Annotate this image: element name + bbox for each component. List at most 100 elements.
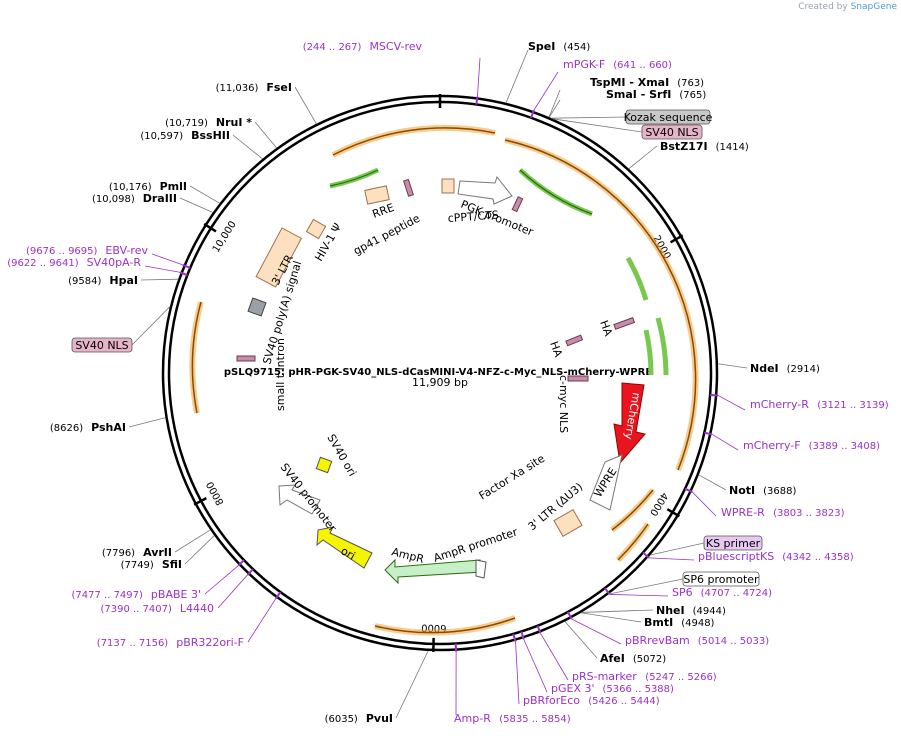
gp41-box: [402, 178, 414, 197]
primer-leader-mcherry-r: [717, 395, 746, 411]
site-name-fsei: FseI: [266, 81, 292, 94]
cds-arc-top-left: [331, 124, 496, 158]
mcherry-arrow: [613, 382, 646, 465]
primer-pos-mscv-rev: (244 .. 267): [303, 42, 362, 53]
site-name-draiii: DraIII: [143, 192, 177, 205]
site-name-sfii: SfiI: [162, 558, 182, 571]
primer-mark-pbrforeco: [512, 633, 517, 642]
box-leader-ks-primer: [650, 542, 705, 556]
ltr3-du3-box: [553, 509, 583, 537]
box-ks-primer: [703, 535, 763, 551]
cds-arc-left-line: [191, 301, 202, 414]
sv40nls-marker: [236, 355, 256, 362]
primer-name-pbabe3: pBABE 3': [151, 588, 201, 601]
site-leader-avrii: [174, 529, 211, 553]
snapgene-credit: Created by SnapGene: [798, 2, 897, 12]
label-ampr: AmpR: [390, 545, 425, 566]
label-ha2: HA: [597, 319, 615, 339]
primer-name-pbluescriptks: pBluescriptKS: [698, 550, 774, 563]
site-pos-afei: (5072): [633, 654, 666, 665]
primer-pos-pbluescriptks: (4342 .. 4358): [782, 552, 854, 563]
green-arc-ha-1: [625, 256, 649, 301]
site-name-smai: SmaI - SrfI: [606, 88, 671, 101]
primer-mark-pgex3: [520, 631, 525, 640]
primer-pos-mcherry-f: (3389 .. 3408): [809, 441, 881, 452]
site-pos-avrii: (7796): [102, 548, 135, 559]
tick-mark: [666, 508, 680, 518]
primer-mark-pbabe3: [237, 559, 245, 567]
site-leader-hpai: [140, 278, 179, 281]
plasmid-size: 11,909 bp: [412, 376, 468, 389]
primer-name-mcherry-f: mCherry-F: [743, 439, 801, 452]
tick-mark: [193, 496, 207, 506]
pgk-promoter-arrow: [457, 175, 513, 205]
site-name-avrii: AvrII: [143, 546, 172, 559]
primer-pos-amp-r: (5835 .. 5854): [499, 714, 571, 725]
credit-brand: SnapGene: [850, 2, 897, 12]
box-leader-sp6-promoter: [608, 578, 684, 595]
site-name-nrui: NruI *: [216, 116, 252, 129]
primer-mark-l4440: [246, 568, 254, 576]
cds-arc-small-1-line: [611, 489, 654, 531]
primer-pos-pbrrevbam: (5014 .. 5033): [698, 636, 770, 647]
label-sv40-ori: SV40 ori: [324, 432, 358, 479]
primer-name-sp6: SP6: [672, 586, 693, 599]
primer-pos-pgex3: (5366 .. 5388): [603, 684, 675, 695]
primer-name-prs-marker: pRS-marker: [572, 670, 637, 683]
site-leader-pvui: [395, 650, 429, 719]
box-label-kozak: Kozak sequence: [624, 111, 713, 124]
primer-pos-pbrforeco: (5426 .. 5444): [588, 696, 660, 707]
primer-name-ebv-rev: EBV-rev: [105, 244, 148, 257]
box-leader-sv40nls-left: [131, 306, 171, 346]
primer-name-pbrrevbam: pBRrevBam: [625, 634, 690, 647]
primer-leader-pbrrevbam: [571, 618, 622, 645]
primer-mark-prs-marker: [536, 625, 542, 634]
green-arc-top-left: [329, 167, 380, 189]
site-leader-spei: [505, 49, 529, 104]
primer-sites: MSCV-rev(244 .. 267)mPGK-F(641 .. 660)mC…: [7, 40, 889, 725]
site-leader-noti: [698, 474, 727, 491]
site-name-noti: NotI: [729, 484, 755, 497]
label-small-t: small t intron: [274, 338, 287, 411]
credit-prefix: Created by: [798, 2, 848, 12]
primer-leader-ebv-rev: [151, 253, 183, 266]
site-pos-pmli: (10,176): [109, 182, 152, 193]
label-cppt: cPPT/CTS: [447, 208, 499, 225]
box-sv40nls-top: [641, 124, 703, 140]
site-leader-sfii: [184, 535, 215, 565]
primer-pos-prs-marker: (5247 .. 5266): [645, 672, 717, 683]
primer-name-pgex3: pGEX 3': [551, 682, 595, 695]
green-arc-top-left-line: [329, 169, 379, 187]
cppt-box: [441, 178, 455, 194]
primer-mark-ebv-rev: [182, 263, 191, 269]
inner-features: [236, 175, 646, 585]
box-sv40nls-left: [71, 337, 133, 353]
cmyc-nls-mark: [567, 375, 589, 382]
site-name-bsshii: BssHII: [191, 129, 230, 142]
green-arc-right: [518, 168, 593, 217]
ampr-arrow: [384, 558, 483, 585]
site-name-pshai: PshAI: [91, 421, 126, 434]
box-sp6-promoter: [682, 571, 760, 587]
primer-leader-pgex3: [523, 638, 548, 693]
primer-mark-mcherry-r: [710, 393, 719, 397]
green-arc-right-line: [519, 169, 593, 215]
tick-mark: [203, 222, 217, 233]
restriction-sites: SpeI(454)TspMI - XmaI(763)SmaI - SrfI(76…: [50, 40, 820, 725]
orange-cds-arcs: [189, 124, 699, 636]
primer-pos-ebv-rev: (9676 .. 9695): [26, 246, 98, 257]
site-leader-tspmi: [548, 89, 561, 118]
primer-mark-pbr322ori-f: [275, 591, 282, 600]
primer-mark-sv40pa-r: [179, 271, 188, 277]
site-name-ndei: NdeI: [750, 362, 779, 375]
label-rre: RRE: [371, 201, 396, 221]
ha-mark-2: [613, 317, 636, 330]
label-cmyc: c-myc NLS: [557, 375, 570, 433]
box-label-sv40nls-top: SV40 NLS: [645, 126, 698, 139]
primer-leader-sp6: [609, 594, 669, 597]
site-pos-pshai: (8626): [50, 423, 83, 434]
tick-mark: [669, 234, 684, 244]
site-leader-ndei: [717, 363, 748, 369]
site-leader-smai: [548, 99, 561, 118]
